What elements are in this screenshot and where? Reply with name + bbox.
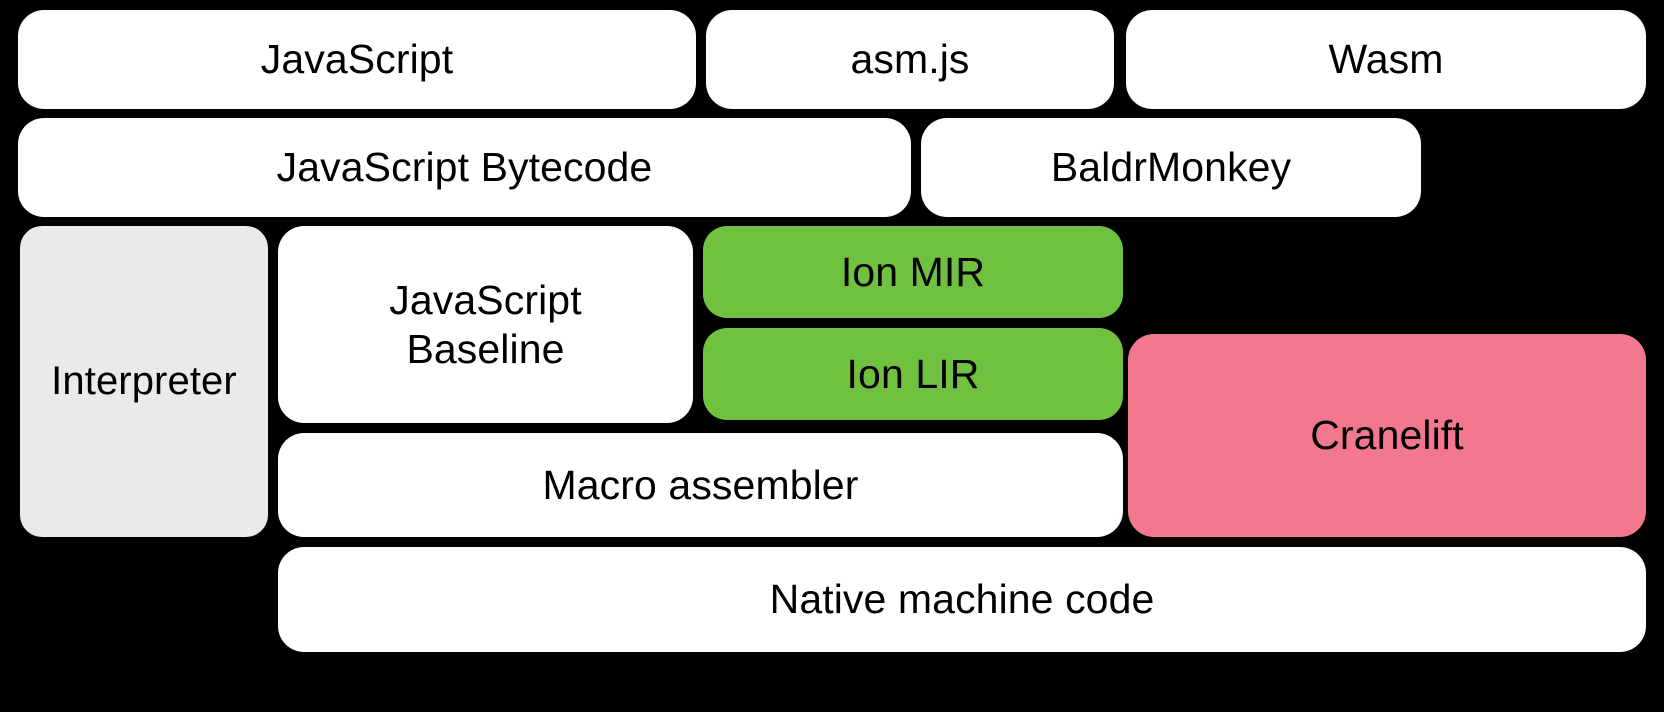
node-wasm[interactable]: Wasm <box>1126 10 1646 109</box>
node-asm-js[interactable]: asm.js <box>706 10 1114 109</box>
node-interpreter[interactable]: Interpreter <box>20 226 268 537</box>
node-javascript-baseline[interactable]: JavaScript Baseline <box>278 226 693 423</box>
node-baldrmonkey[interactable]: BaldrMonkey <box>921 118 1421 217</box>
node-macro-assembler[interactable]: Macro assembler <box>278 433 1123 537</box>
node-ion-lir[interactable]: Ion LIR <box>703 328 1123 420</box>
node-ion-mir[interactable]: Ion MIR <box>703 226 1123 318</box>
node-native-machine-code[interactable]: Native machine code <box>278 547 1646 652</box>
node-javascript[interactable]: JavaScript <box>18 10 696 109</box>
node-cranelift[interactable]: Cranelift <box>1128 334 1646 537</box>
node-javascript-bytecode[interactable]: JavaScript Bytecode <box>18 118 911 217</box>
